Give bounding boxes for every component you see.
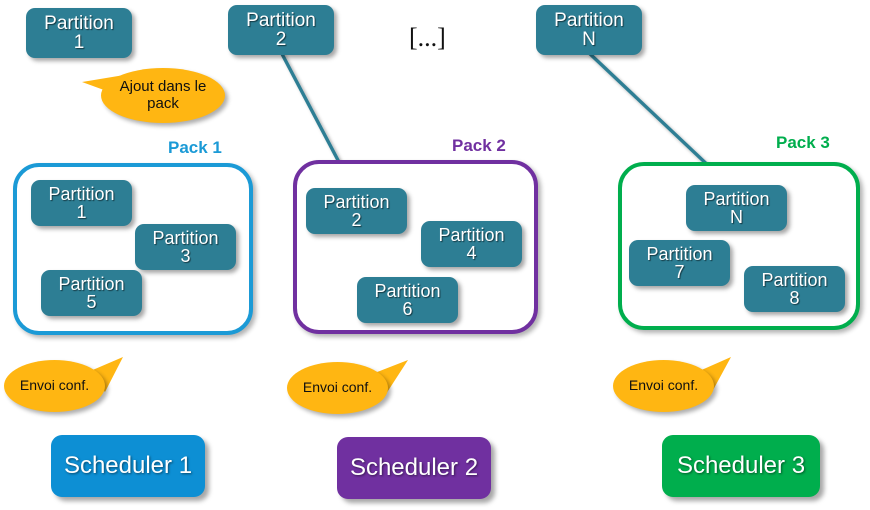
scheduler-3[interactable]: Scheduler 3: [662, 435, 820, 497]
partition-name: Partition: [438, 224, 505, 245]
ellipsis-marker: [...]: [409, 23, 446, 52]
callout-bubble-label: Ajout dans le pack: [101, 68, 225, 123]
partition-name: Partition: [646, 243, 713, 264]
partition-name: Partition: [374, 280, 441, 301]
source-partition-1[interactable]: Partition 1: [26, 8, 132, 58]
partition-name: Partition: [761, 269, 828, 290]
partition-name: Partition: [323, 191, 390, 212]
pack-1-partition-3[interactable]: Partition 3: [135, 224, 236, 270]
pack-2-partition-6[interactable]: Partition 6: [357, 277, 458, 323]
pack-3-partition-8[interactable]: Partition 8: [744, 266, 845, 312]
callout-bubble-label: Envoi conf.: [613, 360, 714, 412]
partition-number: 5: [86, 292, 97, 312]
partition-name: Partition: [703, 188, 770, 209]
callout-bubble-label: Envoi conf.: [4, 360, 105, 412]
source-partition-2[interactable]: Partition 2: [228, 5, 334, 55]
callout-bubble-label: Envoi conf.: [287, 362, 388, 414]
pack-1-label: Pack 1: [168, 138, 222, 157]
partition-number: 1: [73, 32, 85, 53]
partition-number: 6: [402, 299, 413, 319]
partition-number: 1: [76, 202, 87, 222]
pack-3-partition-n[interactable]: Partition N: [686, 185, 787, 231]
pack-1-partition-5[interactable]: Partition 5: [41, 270, 142, 316]
pack-3-partition-7[interactable]: Partition 7: [629, 240, 730, 286]
scheduler-2[interactable]: Scheduler 2: [337, 437, 491, 499]
callout-send-conf-1: Envoi conf.: [4, 360, 105, 412]
partition-name: Partition: [554, 9, 624, 31]
partition-number: N: [730, 207, 743, 227]
partition-name: Partition: [246, 9, 316, 31]
partition-name: Partition: [58, 273, 125, 294]
partition-number: 7: [674, 262, 685, 282]
partition-number: 3: [180, 246, 191, 266]
partition-number: 8: [789, 288, 800, 308]
partition-name: Partition: [48, 183, 115, 204]
pack-2-label: Pack 2: [452, 136, 506, 155]
scheduler-label: Scheduler 2: [349, 454, 479, 481]
callout-send-conf-2: Envoi conf.: [287, 362, 388, 414]
partition-name: Partition: [152, 227, 219, 248]
partition-number: 4: [466, 243, 477, 263]
pack-1-partition-1[interactable]: Partition 1: [31, 180, 132, 226]
pack-2-partition-2[interactable]: Partition 2: [306, 188, 407, 234]
scheduler-label: Scheduler 1: [63, 452, 193, 479]
pack-3-label: Pack 3: [776, 133, 830, 152]
partition-number: 2: [275, 29, 287, 50]
partition-name: Partition: [44, 12, 114, 34]
scheduler-1[interactable]: Scheduler 1: [51, 435, 205, 497]
callout-send-conf-3: Envoi conf.: [613, 360, 714, 412]
partition-number: N: [582, 29, 596, 50]
partition-number: 2: [351, 210, 362, 230]
scheduler-label: Scheduler 3: [676, 452, 806, 479]
pack-2-partition-4[interactable]: Partition 4: [421, 221, 522, 267]
callout-add-to-pack: Ajout dans le pack: [101, 68, 225, 123]
source-partition-n[interactable]: Partition N: [536, 5, 642, 55]
